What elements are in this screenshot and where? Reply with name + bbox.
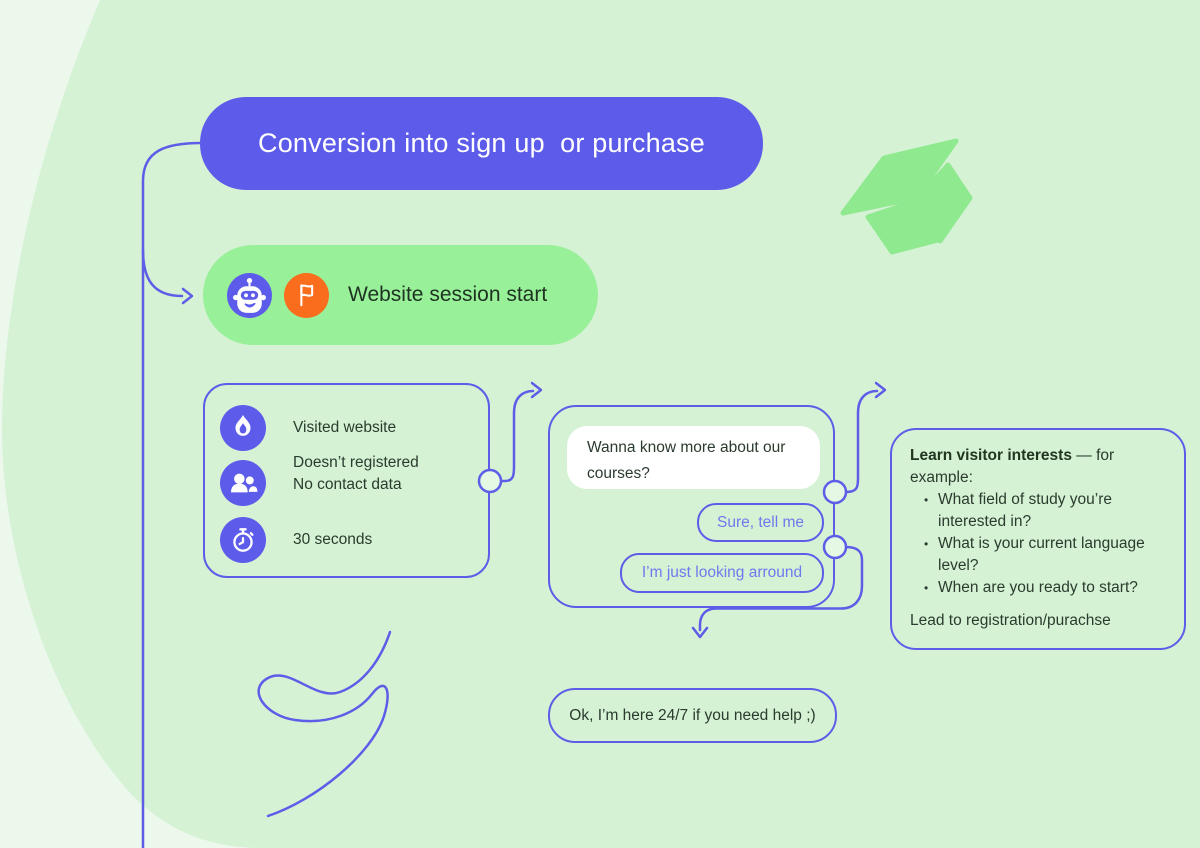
trigger-node[interactable]: Website session start	[203, 245, 598, 345]
note-node[interactable]: Learn visitor interests — for example: W…	[890, 428, 1186, 650]
title-node[interactable]: Conversion into sign up or purchase	[200, 97, 763, 190]
arrowhead	[181, 287, 194, 305]
criteria-label: No contact data	[293, 476, 402, 493]
trigger-label: Website session start	[348, 283, 548, 306]
connector-title-main	[141, 141, 203, 848]
note-bullet: When are you ready to start?	[924, 577, 1162, 599]
bot-message-text: Wanna know more about our courses?	[587, 439, 786, 482]
arrowhead	[691, 626, 709, 639]
bot-message-bubble: Wanna know more about our courses?	[567, 426, 820, 489]
flame-icon	[220, 405, 266, 451]
note-bullet: What is your current language level?	[924, 533, 1162, 577]
quick-reply-option[interactable]: I’m just looking arround	[620, 553, 824, 593]
arrowhead	[874, 381, 887, 399]
note-title: Learn visitor interests — for example:	[910, 447, 1115, 486]
followup-node[interactable]: Ok, I’m here 24/7 if you need help ;)	[548, 688, 837, 743]
connector-criteria-to-chat	[499, 389, 535, 483]
followup-label: Ok, I’m here 24/7 if you need help ;)	[569, 706, 816, 724]
quick-reply-label: Sure, tell me	[716, 513, 804, 531]
note-bullet-list: What field of study you’re interested in…	[910, 489, 1168, 599]
quick-reply-label: I’m just looking arround	[641, 564, 803, 581]
chat-node[interactable]: Wanna know more about our courses? Sure,…	[548, 405, 835, 608]
note-bullet: What field of study you’re interested in…	[924, 489, 1162, 533]
criteria-node[interactable]: Visited website Doesn’t registered No co…	[203, 383, 490, 578]
quick-reply-option[interactable]: Sure, tell me	[697, 503, 824, 542]
graduation-cap-icon	[840, 138, 973, 255]
note-footer: Lead to registration/purachse	[910, 612, 1111, 629]
flag-icon	[284, 273, 329, 318]
arrowhead	[530, 381, 543, 399]
criteria-label: 30 seconds	[293, 531, 373, 548]
robot-icon	[227, 273, 272, 318]
connector-chat-to-note	[844, 389, 879, 494]
connector-to-trigger	[141, 248, 184, 298]
stopwatch-icon	[220, 517, 266, 563]
users-icon	[220, 460, 266, 506]
title-label: Conversion into sign up or purchase	[258, 128, 705, 158]
criteria-label: Visited website	[293, 419, 397, 436]
criteria-label: Doesn’t registered	[293, 454, 419, 471]
squiggle-decor	[257, 630, 392, 818]
